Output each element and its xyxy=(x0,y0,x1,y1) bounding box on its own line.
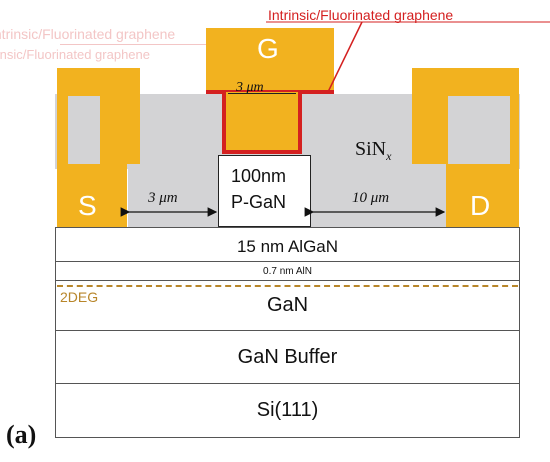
sinx-label: SiNx xyxy=(355,138,391,164)
source-contact-base xyxy=(57,164,127,227)
two-deg-line xyxy=(57,285,518,287)
drain-label: D xyxy=(470,190,491,221)
lgd-label: 10 μm xyxy=(352,190,390,206)
sinx-notch-left xyxy=(68,96,100,164)
gan-buffer-label: GaN Buffer xyxy=(237,345,338,368)
gan-buffer-layer: GaN Buffer xyxy=(55,330,520,384)
aln-layer: 0.7 nm AlN xyxy=(55,261,520,281)
gan-layer: GaN xyxy=(55,280,520,331)
gate-label: G xyxy=(257,33,279,64)
source-label: S xyxy=(78,190,97,221)
gan-label: GaN xyxy=(266,294,309,316)
p-gan-thickness-label: 100nm xyxy=(231,166,287,186)
si-substrate-layer: Si(111) xyxy=(55,383,520,438)
panel-label: (a) xyxy=(6,420,37,449)
sinx-notch-right xyxy=(448,96,510,164)
drain-contact-base xyxy=(446,164,519,227)
ghost-annotation-line1: Intrinsic/Fluorinated graphene xyxy=(0,26,176,42)
aln-label: 0.7 nm AlN xyxy=(263,265,312,277)
p-gan-block xyxy=(218,155,311,227)
gate-stem xyxy=(222,92,302,154)
ghost-annotation-line2: Intrinsic/Fluorinated graphene xyxy=(0,47,150,62)
si-substrate-label: Si(111) xyxy=(256,399,319,421)
algan-layer: 15 nm AlGaN xyxy=(55,227,520,262)
sinx-label-main: SiN xyxy=(355,138,387,160)
graphene-annotation-label: Intrinsic/Fluorinated graphene xyxy=(268,7,454,23)
two-deg-label: 2DEG xyxy=(60,289,99,305)
gate-contact xyxy=(206,28,334,92)
p-gan-material-label: P-GaN xyxy=(231,192,287,212)
lgs-label: 3 μm xyxy=(148,190,178,206)
ghost-leader-line xyxy=(60,44,210,45)
gate-width-label: 3 μm xyxy=(236,80,264,95)
sinx-label-sub: x xyxy=(386,149,392,163)
algan-label: 15 nm AlGaN xyxy=(236,236,339,256)
gate-width-arrow xyxy=(228,93,296,94)
